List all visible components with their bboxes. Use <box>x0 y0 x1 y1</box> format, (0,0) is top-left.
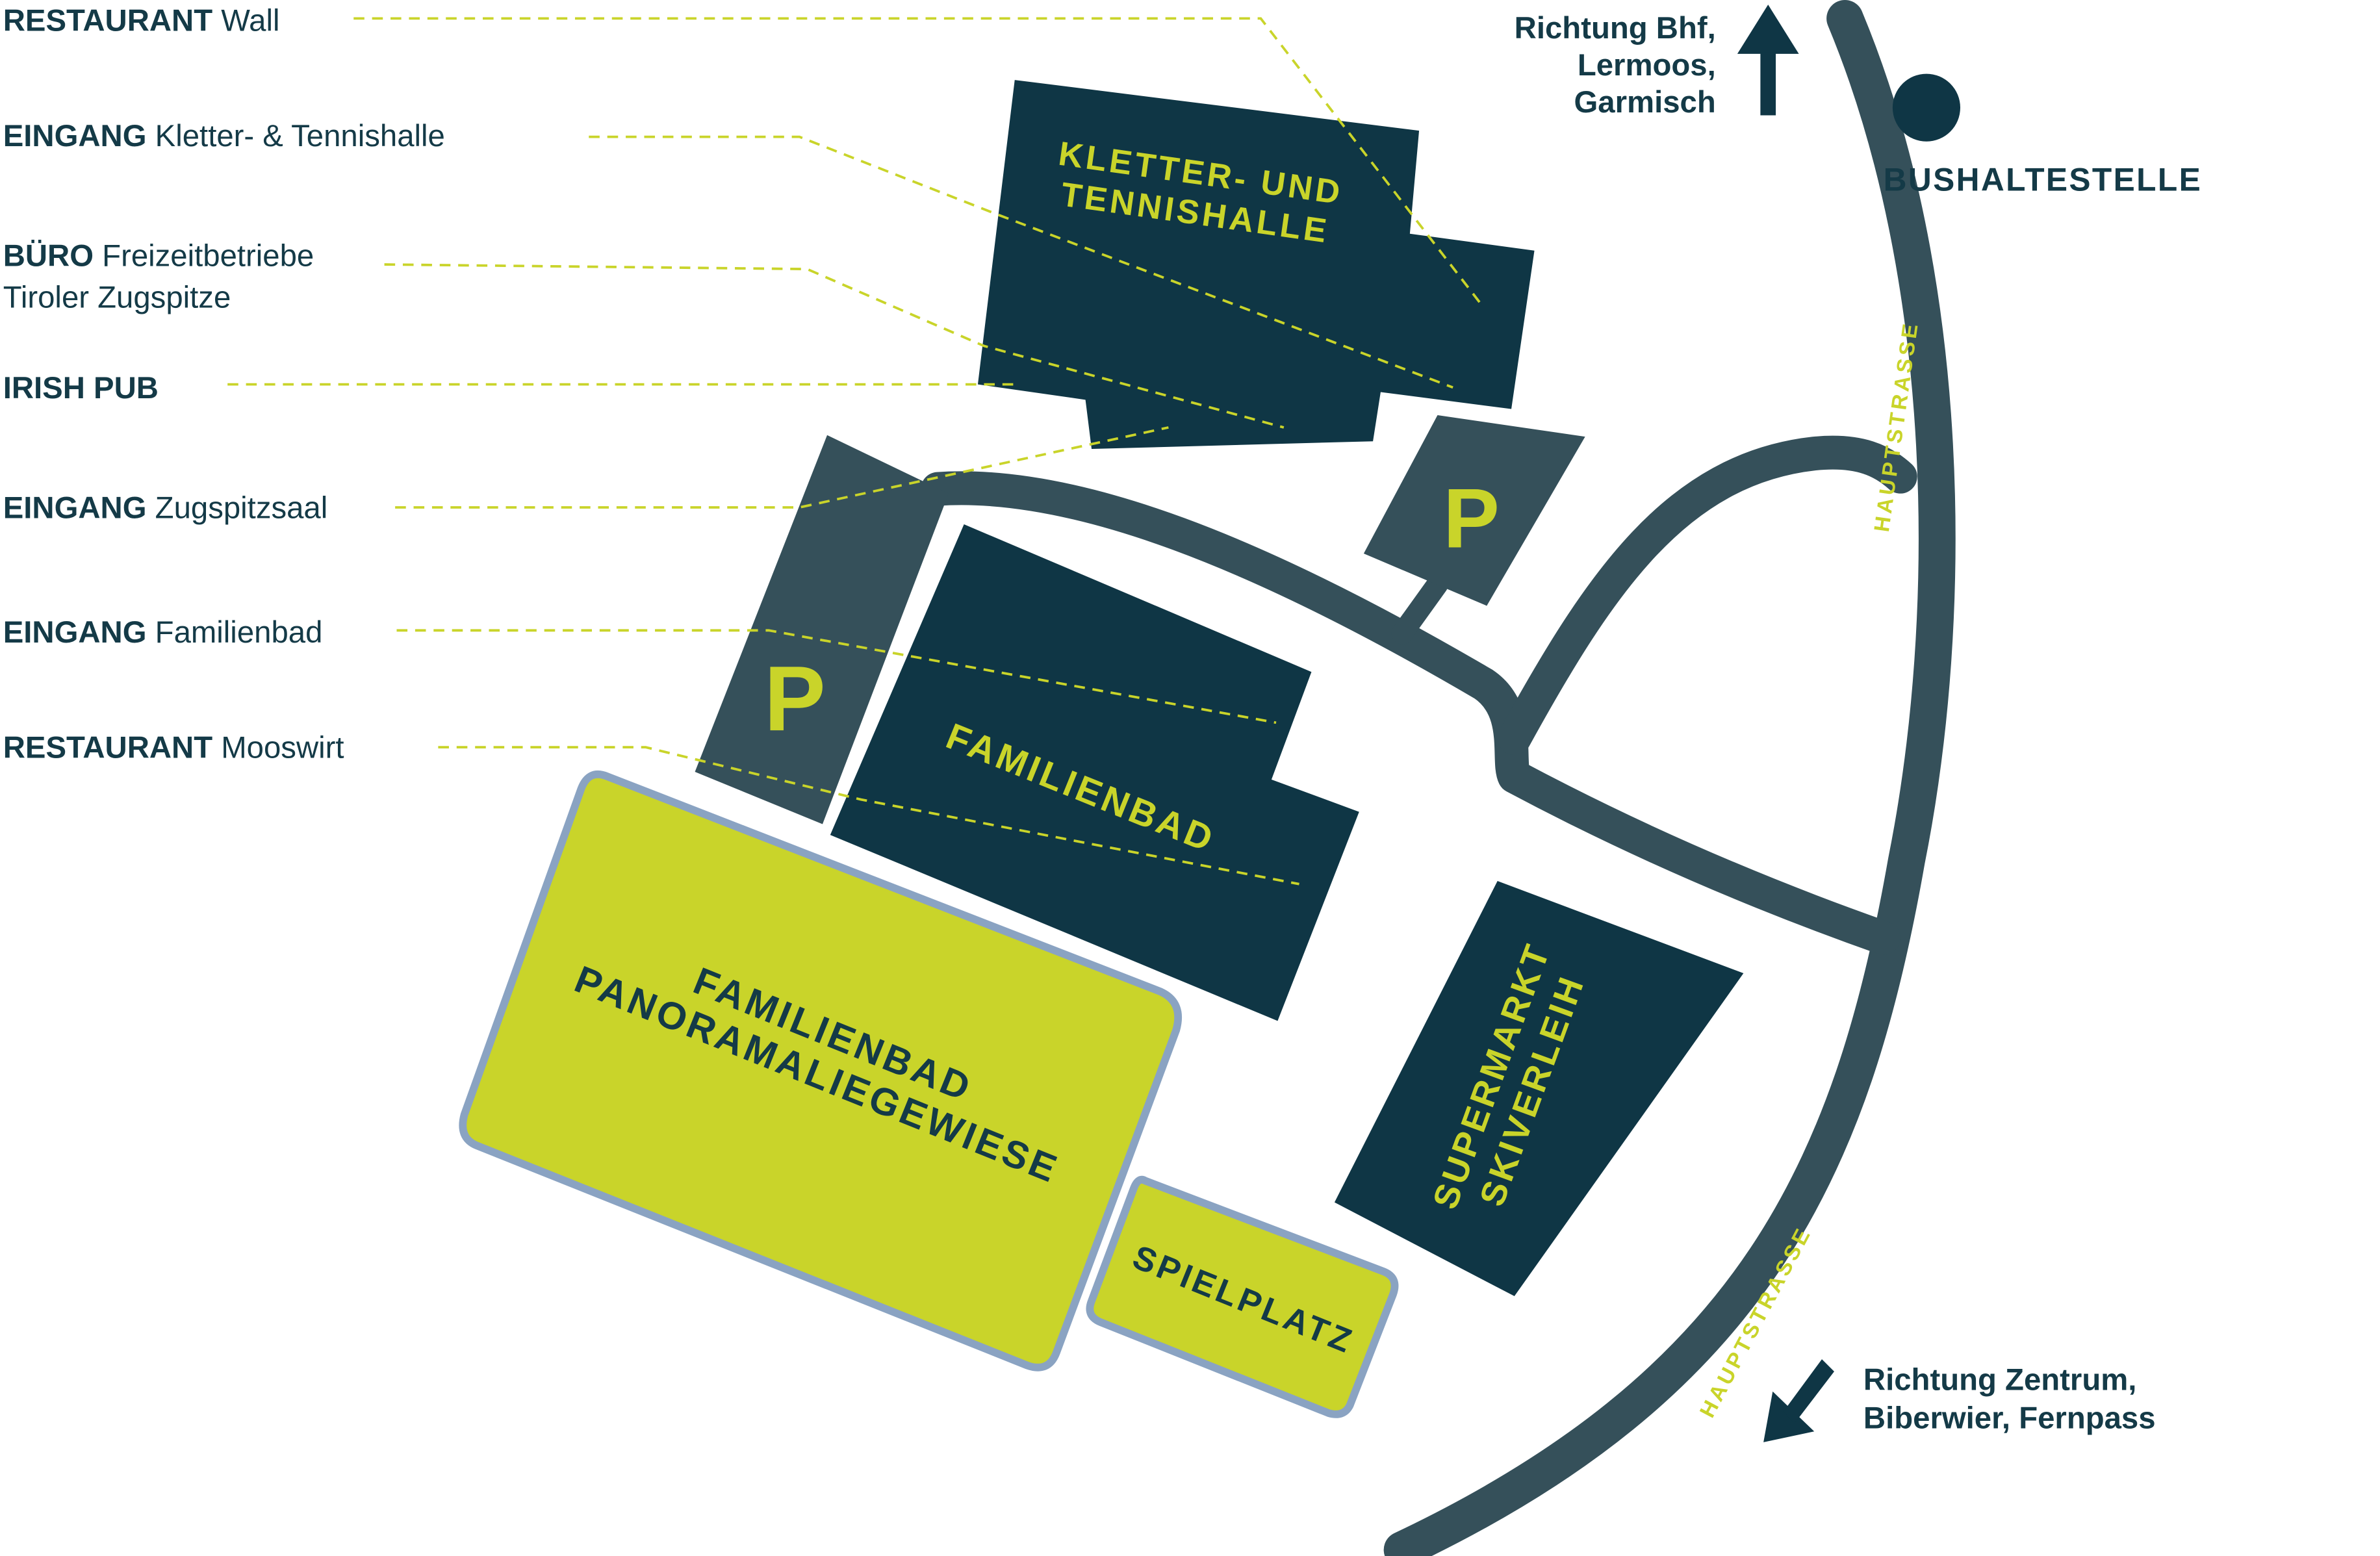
parking-symbol-east: P <box>1443 471 1500 566</box>
direction-north-line2: Lermoos, <box>1578 48 1716 83</box>
leader-lines <box>227 17 1485 886</box>
road-network <box>921 0 1956 1556</box>
legend-item-eingang-familienbad: EINGANG Familienbad <box>3 615 323 650</box>
leader-buero <box>384 263 1285 429</box>
leader-restaurant-mooswirt <box>438 746 1299 886</box>
direction-north: Richtung Bhf, Lermoos, Garmisch <box>1515 5 1799 120</box>
leader-eingang-zugspitzsaal <box>395 426 1169 509</box>
access-road <box>921 471 1900 955</box>
parking-lot-west <box>695 435 949 824</box>
leader-restaurant-wall <box>353 17 1485 309</box>
direction-north-line3: Garmisch <box>1574 85 1716 120</box>
leader-eingang-familienbad <box>396 629 1277 724</box>
leader-eingang-kletter <box>589 135 1453 389</box>
legend-item-eingang-kletter: EINGANG Kletter- & Tennishalle <box>3 119 445 153</box>
spielplatz-area <box>1086 1175 1399 1418</box>
bus-stop-label: BUSHALTESTELLE <box>1884 161 2202 198</box>
direction-north-line1: Richtung Bhf, <box>1515 11 1716 45</box>
direction-south-line2: Biberwier, Fernpass <box>1863 1401 2156 1436</box>
hauptstrasse-road <box>1383 0 1956 1556</box>
bus-stop: BUSHALTESTELLE <box>1884 73 2202 198</box>
arrow-up-icon <box>1737 5 1799 116</box>
legend-item-eingang-zugspitzsaal: EINGANG Zugspitzsaal <box>3 491 328 526</box>
legend-item-buero-line2: Tiroler Zugspitze <box>3 280 231 314</box>
parking-lot-east <box>1363 415 1585 606</box>
direction-south: Richtung Zentrum, Biberwier, Fernpass <box>1763 1359 2156 1442</box>
legend-item-restaurant-wall: RESTAURANT Wall <box>3 3 280 38</box>
arrow-down-left-icon <box>1763 1359 1834 1442</box>
parking-symbol-west: P <box>764 647 826 750</box>
legend-item-restaurant-mooswirt: RESTAURANT Mooswirt <box>3 731 344 765</box>
bus-stop-icon <box>1892 73 1961 142</box>
direction-south-line1: Richtung Zentrum, <box>1863 1362 2137 1397</box>
legend: RESTAURANT Wall EINGANG Kletter- & Tenni… <box>3 3 445 765</box>
parking-access-road <box>1391 573 1449 644</box>
legend-item-irish-pub: IRISH PUB <box>3 371 159 405</box>
legend-item-buero: BÜRO Freizeitbetriebe <box>3 238 314 273</box>
supermarkt-building <box>1334 881 1744 1297</box>
panoramaliegewiese-area <box>459 770 1183 1371</box>
connector-road <box>1497 435 1917 756</box>
kletter-tennishalle-building <box>977 80 1535 450</box>
familienbad-building <box>830 524 1359 1021</box>
